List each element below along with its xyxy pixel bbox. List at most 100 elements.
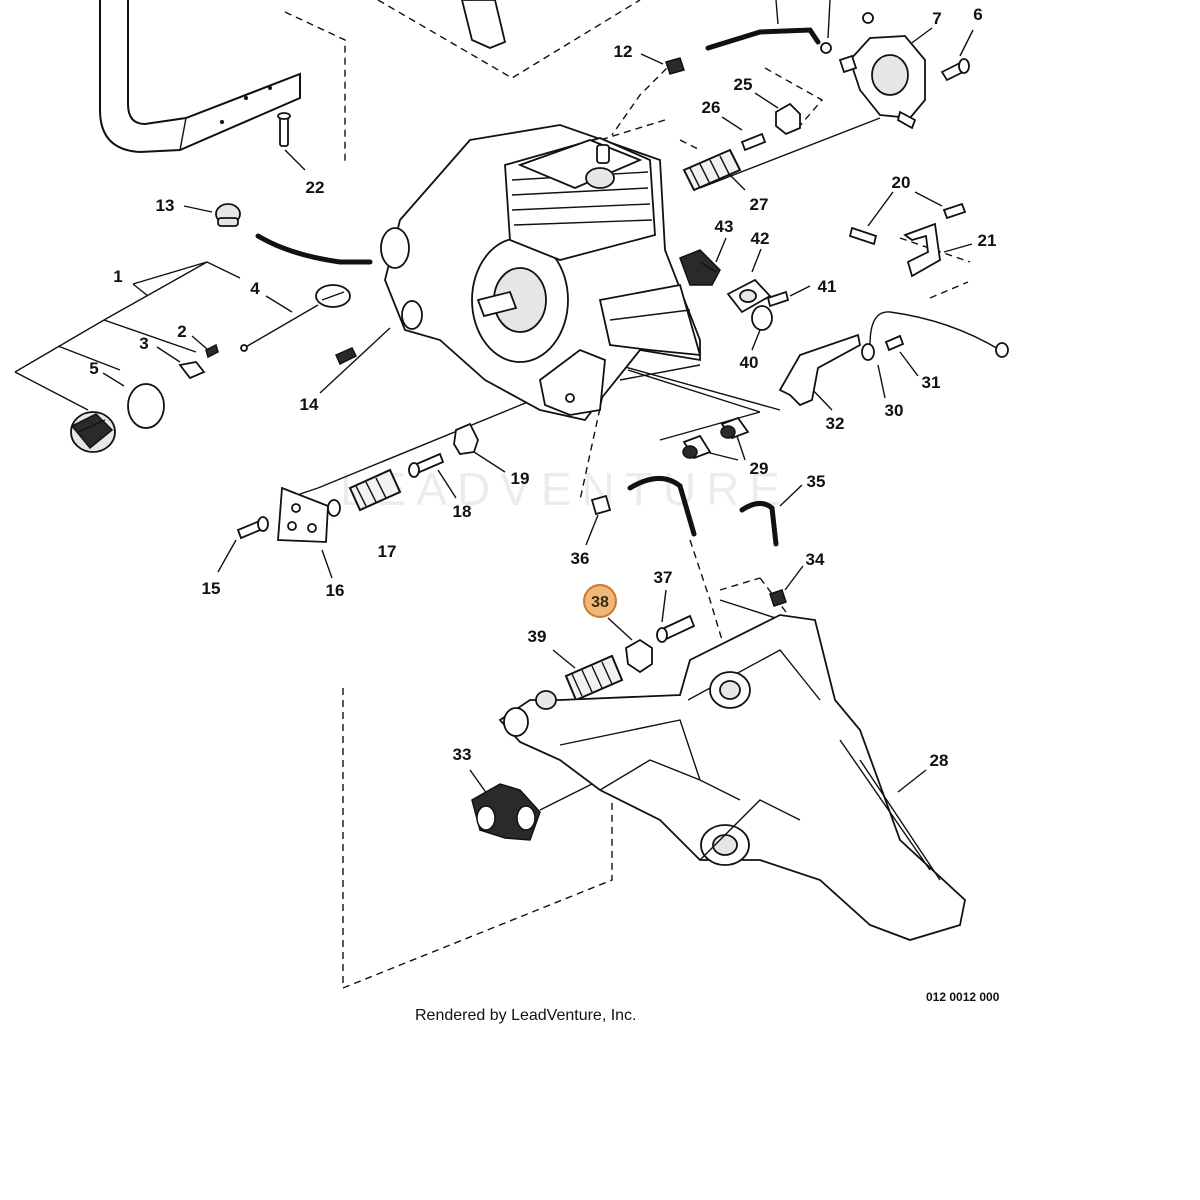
- bushing-29b: [720, 416, 750, 440]
- buffer-19: [453, 422, 479, 455]
- callout-27[interactable]: 27: [750, 195, 769, 214]
- callout-19[interactable]: 19: [511, 469, 530, 488]
- callout-label[interactable]: 40: [740, 353, 759, 372]
- spring-27: [682, 148, 742, 192]
- callout-label[interactable]: 4: [250, 279, 260, 298]
- callout-label[interactable]: 34: [806, 550, 825, 569]
- callout-31[interactable]: 31: [922, 373, 941, 392]
- knob-13: [215, 203, 373, 265]
- callout-label[interactable]: 3: [139, 334, 148, 353]
- plate-32: [778, 333, 862, 407]
- callout-25[interactable]: 25: [734, 75, 753, 94]
- callout-37[interactable]: 37: [654, 568, 673, 587]
- callout-label[interactable]: 20: [892, 173, 911, 192]
- cable-30: [861, 311, 1009, 361]
- callout-4[interactable]: 4: [250, 279, 260, 298]
- callout-26[interactable]: 26: [702, 98, 721, 117]
- callout-label[interactable]: 21: [978, 231, 997, 250]
- callout-label[interactable]: 30: [885, 401, 904, 420]
- callout-label[interactable]: 7: [932, 9, 941, 28]
- hose-35: [739, 501, 779, 547]
- callout-label[interactable]: 6: [973, 5, 982, 24]
- callout-6[interactable]: 6: [973, 5, 982, 24]
- fitting-36: [590, 476, 697, 537]
- callout-label[interactable]: 25: [734, 75, 753, 94]
- callout-18[interactable]: 18: [453, 502, 472, 521]
- callout-39[interactable]: 39: [528, 627, 547, 646]
- callout-7[interactable]: 7: [932, 9, 941, 28]
- manifold-33: [471, 783, 541, 841]
- callout-43[interactable]: 43: [715, 217, 734, 236]
- callout-label[interactable]: 12: [614, 42, 633, 61]
- callout-40[interactable]: 40: [740, 353, 759, 372]
- callout-label[interactable]: 42: [751, 229, 770, 248]
- callout-label[interactable]: 33: [453, 745, 472, 764]
- callout-label[interactable]: 32: [826, 414, 845, 433]
- screw-41: [766, 290, 790, 308]
- callout-29[interactable]: 29: [750, 459, 769, 478]
- callout-13[interactable]: 13: [156, 196, 175, 215]
- screw-31: [884, 334, 905, 352]
- callout-label[interactable]: 16: [326, 581, 345, 600]
- callout-label[interactable]: 27: [750, 195, 769, 214]
- callout-label[interactable]: 37: [654, 568, 673, 587]
- callout-41[interactable]: 41: [818, 277, 837, 296]
- bushing-29a: [682, 434, 712, 460]
- oil-pump-7: [838, 35, 926, 130]
- callout-1[interactable]: 1: [113, 267, 122, 286]
- callout-label[interactable]: 26: [702, 98, 721, 117]
- callout-label[interactable]: 22: [306, 178, 325, 197]
- tensioner-bar: [461, 0, 507, 49]
- spring-17: [348, 468, 402, 512]
- callout-17[interactable]: 17: [378, 542, 397, 561]
- callout-35[interactable]: 35: [807, 472, 826, 491]
- rear-handle-28: [498, 614, 966, 941]
- callout-12[interactable]: 12: [614, 42, 633, 61]
- callout-label[interactable]: 43: [715, 217, 734, 236]
- callout-label[interactable]: 13: [156, 196, 175, 215]
- callout-label[interactable]: 1: [113, 267, 122, 286]
- callout-label[interactable]: 41: [818, 277, 837, 296]
- callout-30[interactable]: 30: [885, 401, 904, 420]
- callout-36[interactable]: 36: [571, 549, 590, 568]
- grommet-34: [769, 589, 787, 607]
- screw-15: [236, 516, 269, 540]
- callout-label[interactable]: 15: [202, 579, 221, 598]
- selected-callout-circle[interactable]: [583, 584, 617, 618]
- callout-32[interactable]: 32: [826, 414, 845, 433]
- buffer-38: [625, 638, 653, 674]
- callout-5[interactable]: 5: [89, 359, 98, 378]
- callout-label[interactable]: 36: [571, 549, 590, 568]
- callout-21[interactable]: 21: [978, 231, 997, 250]
- screw-2: [205, 343, 219, 359]
- callout-15[interactable]: 15: [202, 579, 221, 598]
- screw-18: [408, 452, 445, 478]
- callout-42[interactable]: 42: [751, 229, 770, 248]
- callout-label[interactable]: 5: [89, 359, 98, 378]
- callout-label[interactable]: 18: [453, 502, 472, 521]
- callout-3[interactable]: 3: [139, 334, 148, 353]
- callout-label[interactable]: 35: [807, 472, 826, 491]
- callout-16[interactable]: 16: [326, 581, 345, 600]
- callout-34[interactable]: 34: [806, 550, 825, 569]
- callout-label[interactable]: 28: [930, 751, 949, 770]
- callout-28[interactable]: 28: [930, 751, 949, 770]
- callout-2[interactable]: 2: [177, 322, 186, 341]
- callout-label[interactable]: 39: [528, 627, 547, 646]
- callout-label[interactable]: 19: [511, 469, 530, 488]
- callout-label[interactable]: 31: [922, 373, 941, 392]
- callout-label[interactable]: 29: [750, 459, 769, 478]
- callout-label[interactable]: 17: [378, 542, 397, 561]
- callout-22[interactable]: 22: [306, 178, 325, 197]
- screw-20b: [942, 202, 967, 220]
- callout-label[interactable]: 14: [300, 395, 319, 414]
- callout-label[interactable]: 2: [177, 322, 186, 341]
- callout-33[interactable]: 33: [453, 745, 472, 764]
- spring-39: [564, 654, 624, 702]
- callout-38[interactable]: 38: [583, 584, 617, 618]
- callout-label[interactable]: 38: [591, 594, 609, 611]
- callout-20[interactable]: 20: [892, 173, 911, 192]
- callout-14[interactable]: 14: [300, 395, 319, 414]
